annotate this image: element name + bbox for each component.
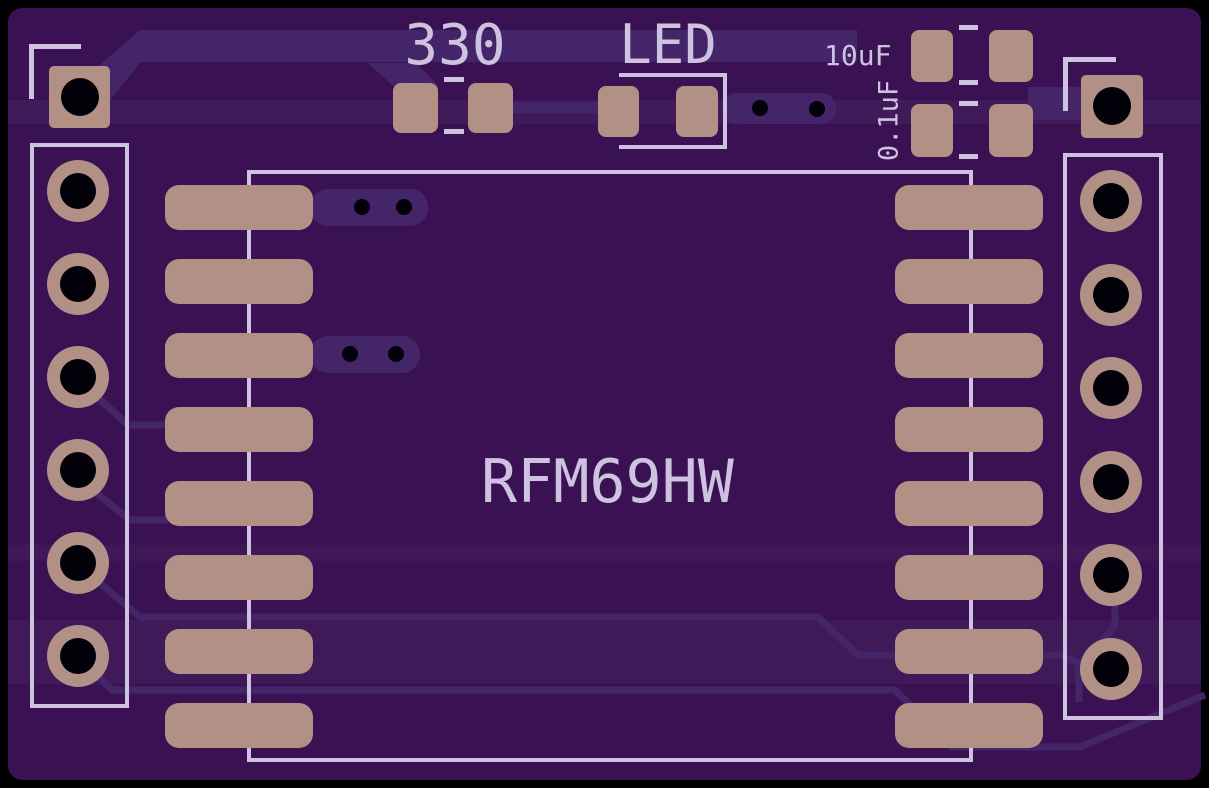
module-smd-pad xyxy=(165,555,313,600)
drill-hole xyxy=(60,359,96,395)
module-smd-pad xyxy=(165,407,313,452)
via xyxy=(809,101,825,117)
via xyxy=(752,100,768,116)
module-name-label: RFM69HW xyxy=(481,447,734,517)
capacitor-pad xyxy=(989,30,1033,82)
resistor-tick xyxy=(444,77,464,82)
capacitor-10uf-label: 10uF xyxy=(824,39,892,72)
module-smd-pad xyxy=(895,333,1043,378)
capacitor-tick xyxy=(959,101,978,106)
module-smd-pad xyxy=(895,481,1043,526)
module-smd-pad xyxy=(165,703,313,748)
led-pad xyxy=(598,86,639,137)
led-label: LED xyxy=(619,13,717,76)
drill-hole xyxy=(1093,464,1129,500)
resistor-pad xyxy=(393,83,438,133)
resistor-value-label: 330 xyxy=(404,13,506,78)
module-outline xyxy=(247,170,973,762)
module-smd-pad xyxy=(165,259,313,304)
right-header-outline xyxy=(1063,153,1163,720)
drill-hole xyxy=(1093,557,1129,593)
module-smd-pad xyxy=(895,407,1043,452)
via xyxy=(342,346,358,362)
capacitor-pad xyxy=(911,30,953,82)
module-smd-pad xyxy=(895,259,1043,304)
led-pad xyxy=(676,86,718,137)
via xyxy=(354,199,370,215)
corner-mark-right xyxy=(1063,57,1116,111)
drill-hole xyxy=(1093,277,1129,313)
drill-hole xyxy=(60,452,96,488)
module-smd-pad xyxy=(895,629,1043,674)
led-outline xyxy=(619,73,727,149)
drill-hole xyxy=(1093,370,1129,406)
module-smd-pad xyxy=(165,629,313,674)
capacitor-tick xyxy=(959,154,978,159)
module-smd-pad xyxy=(165,185,313,230)
resistor-tick xyxy=(444,129,464,134)
capacitor-tick xyxy=(959,25,978,30)
module-smd-pad xyxy=(895,703,1043,748)
capacitor-pad xyxy=(989,104,1033,157)
drill-hole xyxy=(60,173,96,209)
capacitor-pad xyxy=(911,104,953,157)
module-smd-pad xyxy=(895,185,1043,230)
module-smd-pad xyxy=(165,333,313,378)
drill-hole xyxy=(60,266,96,302)
drill-hole xyxy=(1093,183,1129,219)
resistor-pad xyxy=(468,83,513,133)
drill-hole xyxy=(61,78,99,116)
drill-hole xyxy=(60,545,96,581)
module-smd-pad xyxy=(895,555,1043,600)
module-smd-pad xyxy=(165,481,313,526)
drill-hole xyxy=(60,638,96,674)
capacitor-tick xyxy=(959,80,978,85)
via xyxy=(396,199,412,215)
drill-hole xyxy=(1093,651,1129,687)
corner-mark-left xyxy=(29,44,81,99)
via xyxy=(388,346,404,362)
drill-hole xyxy=(1093,87,1131,125)
left-header-outline xyxy=(30,143,129,708)
